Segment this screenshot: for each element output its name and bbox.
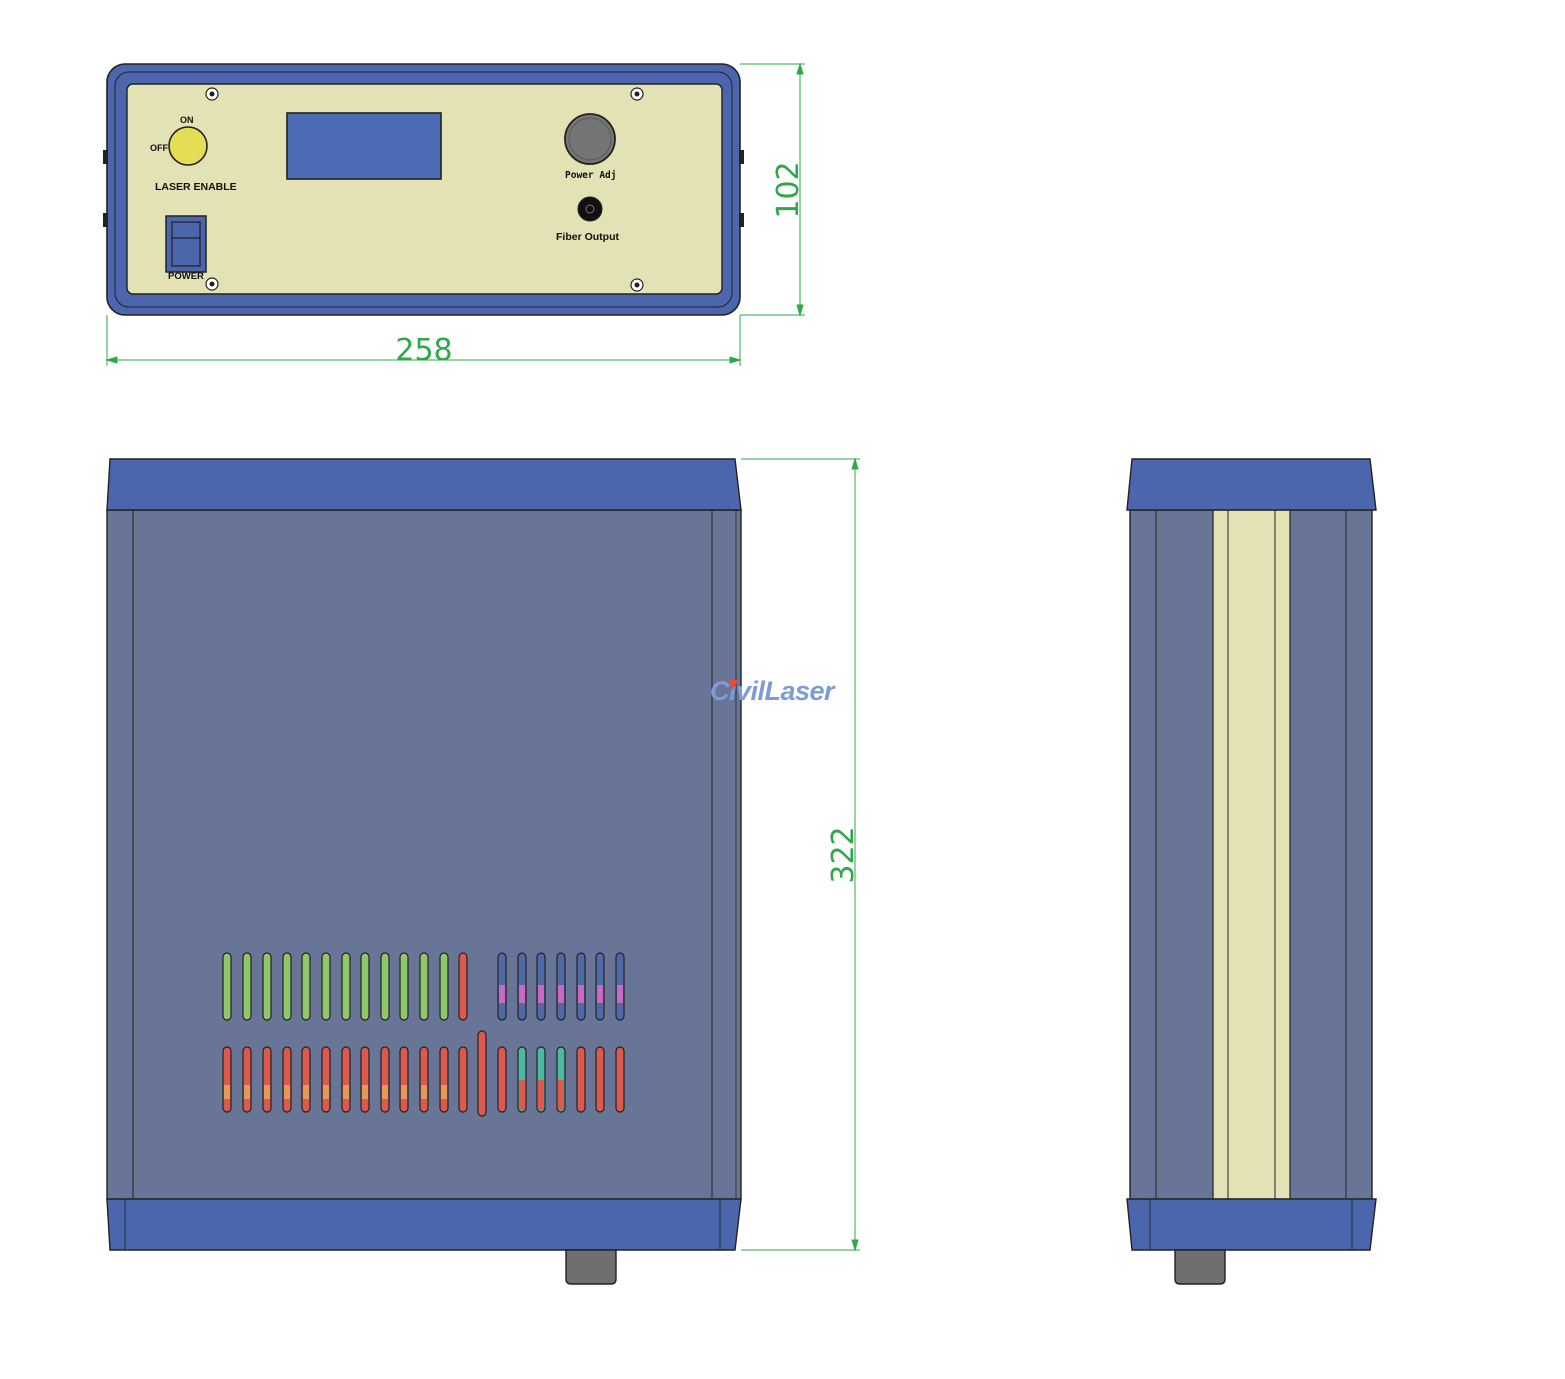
vent-slot bbox=[282, 1046, 292, 1113]
knob-icon[interactable] bbox=[564, 113, 616, 165]
laser-key-icon[interactable] bbox=[168, 126, 208, 166]
vent-slot bbox=[282, 952, 292, 1021]
side-rear-connector bbox=[1174, 1249, 1226, 1285]
top-view: 322 CivilLaser bbox=[106, 457, 861, 1285]
vent-slot bbox=[321, 952, 331, 1021]
vent-slot-band bbox=[401, 1085, 407, 1099]
front-height-dimension bbox=[740, 62, 805, 317]
vent-slot-band bbox=[244, 1085, 250, 1099]
top-rear-bezel bbox=[106, 1198, 742, 1251]
width-dimension bbox=[105, 315, 742, 366]
vent-slot-band bbox=[264, 1085, 270, 1099]
screw-icon bbox=[630, 87, 644, 101]
depth-label: 322 bbox=[826, 826, 861, 883]
vent-grille bbox=[222, 952, 625, 1117]
vent-slot-band bbox=[499, 1080, 505, 1110]
screw-icon bbox=[205, 87, 219, 101]
side-rear-bezel bbox=[1126, 1198, 1377, 1251]
vent-slot bbox=[477, 1030, 487, 1117]
screw-icon bbox=[205, 277, 219, 291]
vent-slot-band bbox=[519, 985, 525, 1003]
vent-slot bbox=[262, 952, 272, 1021]
vent-slot-band bbox=[519, 1080, 525, 1110]
switch-on-label: ON bbox=[180, 115, 194, 125]
vent-slot-band bbox=[323, 1085, 329, 1099]
vent-slot bbox=[458, 952, 468, 1021]
side-view bbox=[1126, 458, 1377, 1285]
vent-slot bbox=[341, 952, 351, 1021]
vent-slot bbox=[380, 1046, 390, 1113]
width-label: 258 bbox=[395, 333, 452, 368]
vent-slot-band bbox=[597, 985, 603, 1003]
vent-slot-band bbox=[578, 985, 584, 1003]
vent-slot-band bbox=[499, 985, 505, 1003]
switch-off-label: OFF bbox=[150, 143, 168, 153]
vent-slot bbox=[399, 952, 409, 1021]
vent-slot bbox=[222, 1046, 232, 1113]
laser-enable-label: LASER ENABLE bbox=[155, 181, 237, 193]
vent-slot bbox=[360, 952, 370, 1021]
vent-slot bbox=[360, 1046, 370, 1113]
depth-dimension bbox=[741, 457, 860, 1252]
vent-slot bbox=[399, 1046, 409, 1113]
power-label: POWER bbox=[168, 271, 204, 282]
vent-slot bbox=[419, 1046, 429, 1113]
vent-slot bbox=[380, 952, 390, 1021]
front-view: ON OFF LASER ENABLE POWER Power Adj Fibe… bbox=[103, 62, 806, 368]
vent-slot-band bbox=[597, 1080, 603, 1110]
vent-slot bbox=[321, 1046, 331, 1113]
vent-slot-band bbox=[558, 985, 564, 1003]
fiber-output-label: Fiber Output bbox=[556, 231, 619, 243]
fiber-port-icon bbox=[577, 196, 603, 222]
vent-slot-band bbox=[362, 1085, 368, 1099]
vent-slot-band bbox=[538, 1080, 544, 1110]
power-adj-label: Power Adj bbox=[565, 170, 616, 181]
top-front-bezel bbox=[106, 458, 742, 511]
vent-slot-band bbox=[382, 1085, 388, 1099]
vent-slot bbox=[439, 1046, 449, 1113]
vent-slot-band bbox=[617, 1080, 623, 1110]
vent-slot-band bbox=[441, 1085, 447, 1099]
vent-slot-band bbox=[224, 1085, 230, 1099]
rocker-switch-icon[interactable] bbox=[165, 215, 207, 273]
vent-slot-band bbox=[421, 1085, 427, 1099]
vent-slot-band bbox=[578, 1080, 584, 1110]
vent-slot bbox=[301, 1046, 311, 1113]
vent-slot bbox=[222, 952, 232, 1021]
screw-icon bbox=[630, 278, 644, 292]
vent-slot bbox=[262, 1046, 272, 1113]
vent-slot-band bbox=[558, 1080, 564, 1110]
vent-slot-band bbox=[284, 1085, 290, 1099]
vent-slot bbox=[242, 1046, 252, 1113]
display-window bbox=[286, 112, 442, 180]
logo-mark-icon bbox=[728, 680, 738, 690]
vent-slot bbox=[458, 1046, 468, 1113]
vent-slot bbox=[439, 952, 449, 1021]
rear-connector bbox=[565, 1249, 617, 1285]
front-height-label: 102 bbox=[771, 161, 806, 218]
vent-slot bbox=[301, 952, 311, 1021]
vent-slot bbox=[419, 952, 429, 1021]
vent-slot bbox=[341, 1046, 351, 1113]
vent-slot-band bbox=[617, 985, 623, 1003]
vent-slot-band bbox=[343, 1085, 349, 1099]
side-panel-strip bbox=[1212, 509, 1291, 1200]
side-front-bezel bbox=[1126, 458, 1377, 511]
vent-slot-band bbox=[303, 1085, 309, 1099]
vent-slot bbox=[242, 952, 252, 1021]
vent-slot-band bbox=[538, 985, 544, 1003]
